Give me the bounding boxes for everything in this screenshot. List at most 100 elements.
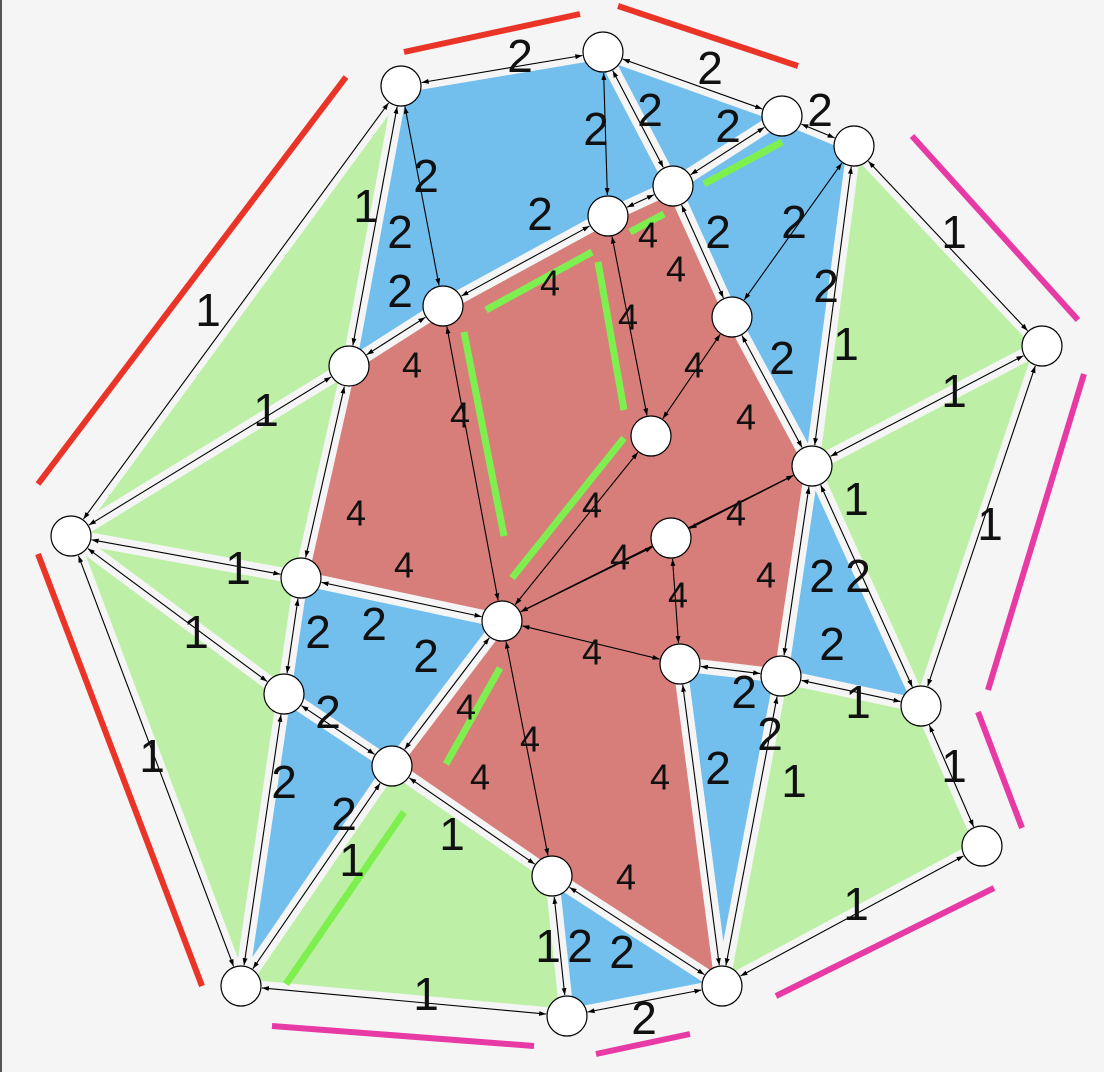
node-C bbox=[761, 95, 803, 137]
edge-F-G bbox=[461, 225, 590, 297]
edge-M-Y bbox=[77, 555, 235, 967]
edge-V-X bbox=[740, 855, 964, 977]
edge-label: 2 bbox=[845, 550, 871, 602]
edge-B-E bbox=[612, 70, 664, 168]
edge-label: 1 bbox=[195, 284, 221, 336]
edge-label: 4 bbox=[456, 687, 476, 728]
boundary-bar-8 bbox=[595, 1031, 691, 1057]
edge-C-D bbox=[801, 123, 835, 139]
graph-nodes bbox=[50, 31, 1063, 1037]
edge-O-P bbox=[321, 581, 482, 618]
edge-label: 1 bbox=[439, 808, 465, 860]
edge-G-J bbox=[366, 316, 426, 356]
edge-label: 2 bbox=[305, 606, 331, 658]
node-M bbox=[50, 515, 92, 557]
node-R bbox=[760, 655, 802, 697]
highlight-lines bbox=[283, 138, 784, 986]
edge-label: 2 bbox=[567, 920, 593, 972]
edge-P-U bbox=[404, 637, 490, 750]
edge-label: 2 bbox=[715, 100, 741, 152]
edge-label: 1 bbox=[139, 730, 165, 782]
edge-B-C bbox=[622, 58, 763, 110]
node-N bbox=[650, 517, 692, 559]
edge-label: 2 bbox=[809, 550, 835, 602]
node-O bbox=[280, 557, 322, 599]
edge-R-T bbox=[801, 679, 901, 703]
edge-Q-R bbox=[700, 664, 761, 676]
node-H bbox=[711, 296, 753, 338]
edge-label: 2 bbox=[757, 708, 783, 760]
edge-label: 1 bbox=[253, 384, 279, 436]
highlight-line-5 bbox=[509, 435, 627, 581]
edge-label: 4 bbox=[638, 215, 658, 256]
edge-label: 4 bbox=[666, 249, 686, 290]
edge-label: 1 bbox=[353, 180, 379, 232]
node-G bbox=[422, 285, 464, 327]
edge-label: 1 bbox=[339, 834, 365, 886]
edge-label: 1 bbox=[941, 365, 967, 417]
edge-label: 1 bbox=[845, 676, 871, 728]
node-P bbox=[481, 600, 523, 642]
edge-label: 2 bbox=[631, 992, 657, 1044]
edge-label: 1 bbox=[843, 473, 869, 525]
node-E bbox=[652, 165, 694, 207]
graph-edges bbox=[77, 54, 1036, 1016]
edge-label: 2 bbox=[387, 265, 413, 317]
edge-label: 2 bbox=[527, 188, 553, 240]
edge-label: 2 bbox=[331, 788, 357, 840]
edge-label: 4 bbox=[618, 297, 638, 338]
edge-L-T bbox=[820, 484, 913, 688]
edge-X-Z bbox=[587, 988, 702, 1014]
edge-label: 2 bbox=[769, 332, 795, 384]
edge-A-B bbox=[421, 54, 583, 84]
node-X bbox=[701, 965, 743, 1007]
edge-D-L bbox=[813, 166, 853, 446]
edge-J-O bbox=[304, 386, 346, 558]
node-K bbox=[630, 415, 672, 457]
edge-R-X bbox=[724, 696, 779, 966]
edge-label: 4 bbox=[470, 757, 490, 798]
edge-N-Q bbox=[670, 558, 681, 644]
edge-label: 4 bbox=[736, 397, 756, 438]
edge-label: 2 bbox=[413, 150, 439, 202]
edge-U-W bbox=[408, 777, 536, 865]
edge-label: 2 bbox=[413, 630, 439, 682]
edge-label: 1 bbox=[977, 498, 1003, 550]
edge-P-Q bbox=[522, 625, 660, 660]
edge-label: 4 bbox=[756, 555, 776, 596]
edge-label: 4 bbox=[520, 719, 540, 760]
boundary-bar-2 bbox=[617, 3, 799, 69]
edge-label: 2 bbox=[813, 260, 839, 312]
edge-label: 4 bbox=[610, 537, 630, 578]
edge-U-Y bbox=[252, 783, 381, 969]
edge-Q-X bbox=[681, 684, 721, 966]
edge-H-K bbox=[662, 334, 721, 419]
edge-label: 1 bbox=[941, 740, 967, 792]
highlight-line-6 bbox=[442, 666, 504, 766]
edge-P-W bbox=[504, 641, 550, 856]
edge-label: 2 bbox=[583, 103, 609, 155]
node-Y bbox=[220, 965, 262, 1007]
edge-label: 4 bbox=[540, 263, 560, 304]
edge-F-K bbox=[610, 236, 649, 416]
edge-Y-Z bbox=[261, 986, 547, 1016]
boundary-bar-9 bbox=[271, 1023, 535, 1049]
edge-label: 1 bbox=[941, 206, 967, 258]
edge-label: 2 bbox=[705, 742, 731, 794]
node-W bbox=[531, 855, 573, 897]
edge-D-I bbox=[867, 160, 1029, 332]
node-L bbox=[791, 445, 833, 487]
node-T bbox=[900, 685, 942, 727]
edge-label: 4 bbox=[582, 632, 602, 673]
edge-L-R bbox=[782, 486, 811, 656]
edge-label: 2 bbox=[697, 42, 723, 94]
edge-J-M bbox=[88, 376, 332, 526]
edge-G-P bbox=[445, 326, 500, 601]
edge-W-X bbox=[569, 886, 705, 976]
edge-label: 4 bbox=[450, 395, 470, 436]
edge-A-G bbox=[403, 106, 441, 286]
edge-label: 2 bbox=[781, 196, 807, 248]
